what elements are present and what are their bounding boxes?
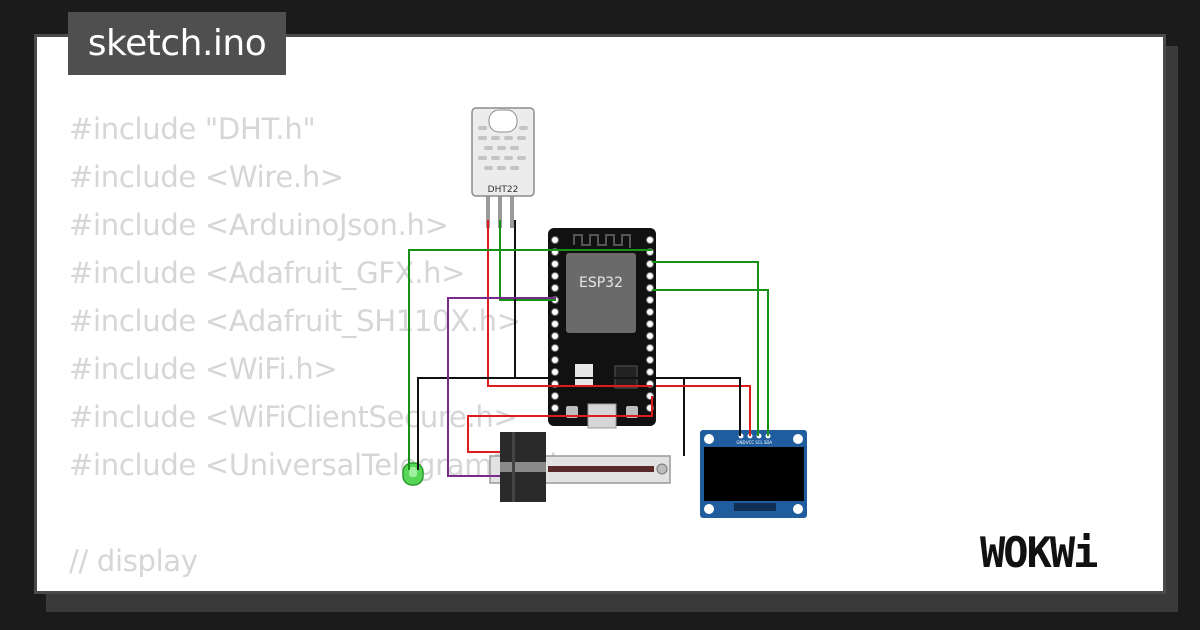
esp32-label: ESP32 <box>579 275 623 291</box>
green-led <box>402 462 424 486</box>
oled-display: GND VCC SCL SDA <box>700 430 807 518</box>
wire-pot-vcc <box>467 396 653 453</box>
wire-oled-gnd <box>556 377 741 436</box>
wire-oled-vcc <box>656 385 751 436</box>
code-line: #include <WiFiClientSecure.h> <box>69 400 518 434</box>
oled-pin-sda: SDA <box>764 440 773 445</box>
wire-dht-data <box>499 220 556 301</box>
wokwi-logo-text: WOKWi <box>980 528 1097 577</box>
code-line: #include "DHT.h" <box>69 112 316 146</box>
code-line: // display <box>69 544 198 578</box>
wire-oled-sda <box>652 289 769 436</box>
code-line: #include <WiFi.h> <box>69 352 338 386</box>
wokwi-logo: WOKWi <box>980 528 1099 577</box>
wire-dht-vcc <box>487 220 652 387</box>
code-line: #include <Wire.h> <box>69 160 344 194</box>
wire-pot-signal <box>447 297 556 477</box>
oled-pin-vcc: VCC <box>746 440 755 445</box>
dht22-label: DHT22 <box>488 185 519 195</box>
esp32-board: ESP32 <box>548 228 656 429</box>
code-preview: #include "DHT.h" #include <Wire.h> #includ… <box>69 105 592 591</box>
oled-pin-scl: SCL <box>755 440 763 445</box>
wire-led <box>408 249 652 470</box>
code-line: #include <Adafruit_GFX.h> <box>69 256 466 290</box>
code-line: #include <Adafruit_SH110X.h> <box>69 304 521 338</box>
wires <box>408 220 769 477</box>
oled-pin-gnd: GND <box>736 440 745 445</box>
wire-led-gnd <box>417 377 556 470</box>
wire-oled-scl <box>652 261 759 436</box>
sketch-filename-tab: sketch.ino <box>68 12 286 75</box>
dht22-sensor: DHT22 <box>471 107 535 228</box>
slide-potentiometer <box>489 432 671 502</box>
code-line: #include <ArduinoJson.h> <box>69 208 449 242</box>
